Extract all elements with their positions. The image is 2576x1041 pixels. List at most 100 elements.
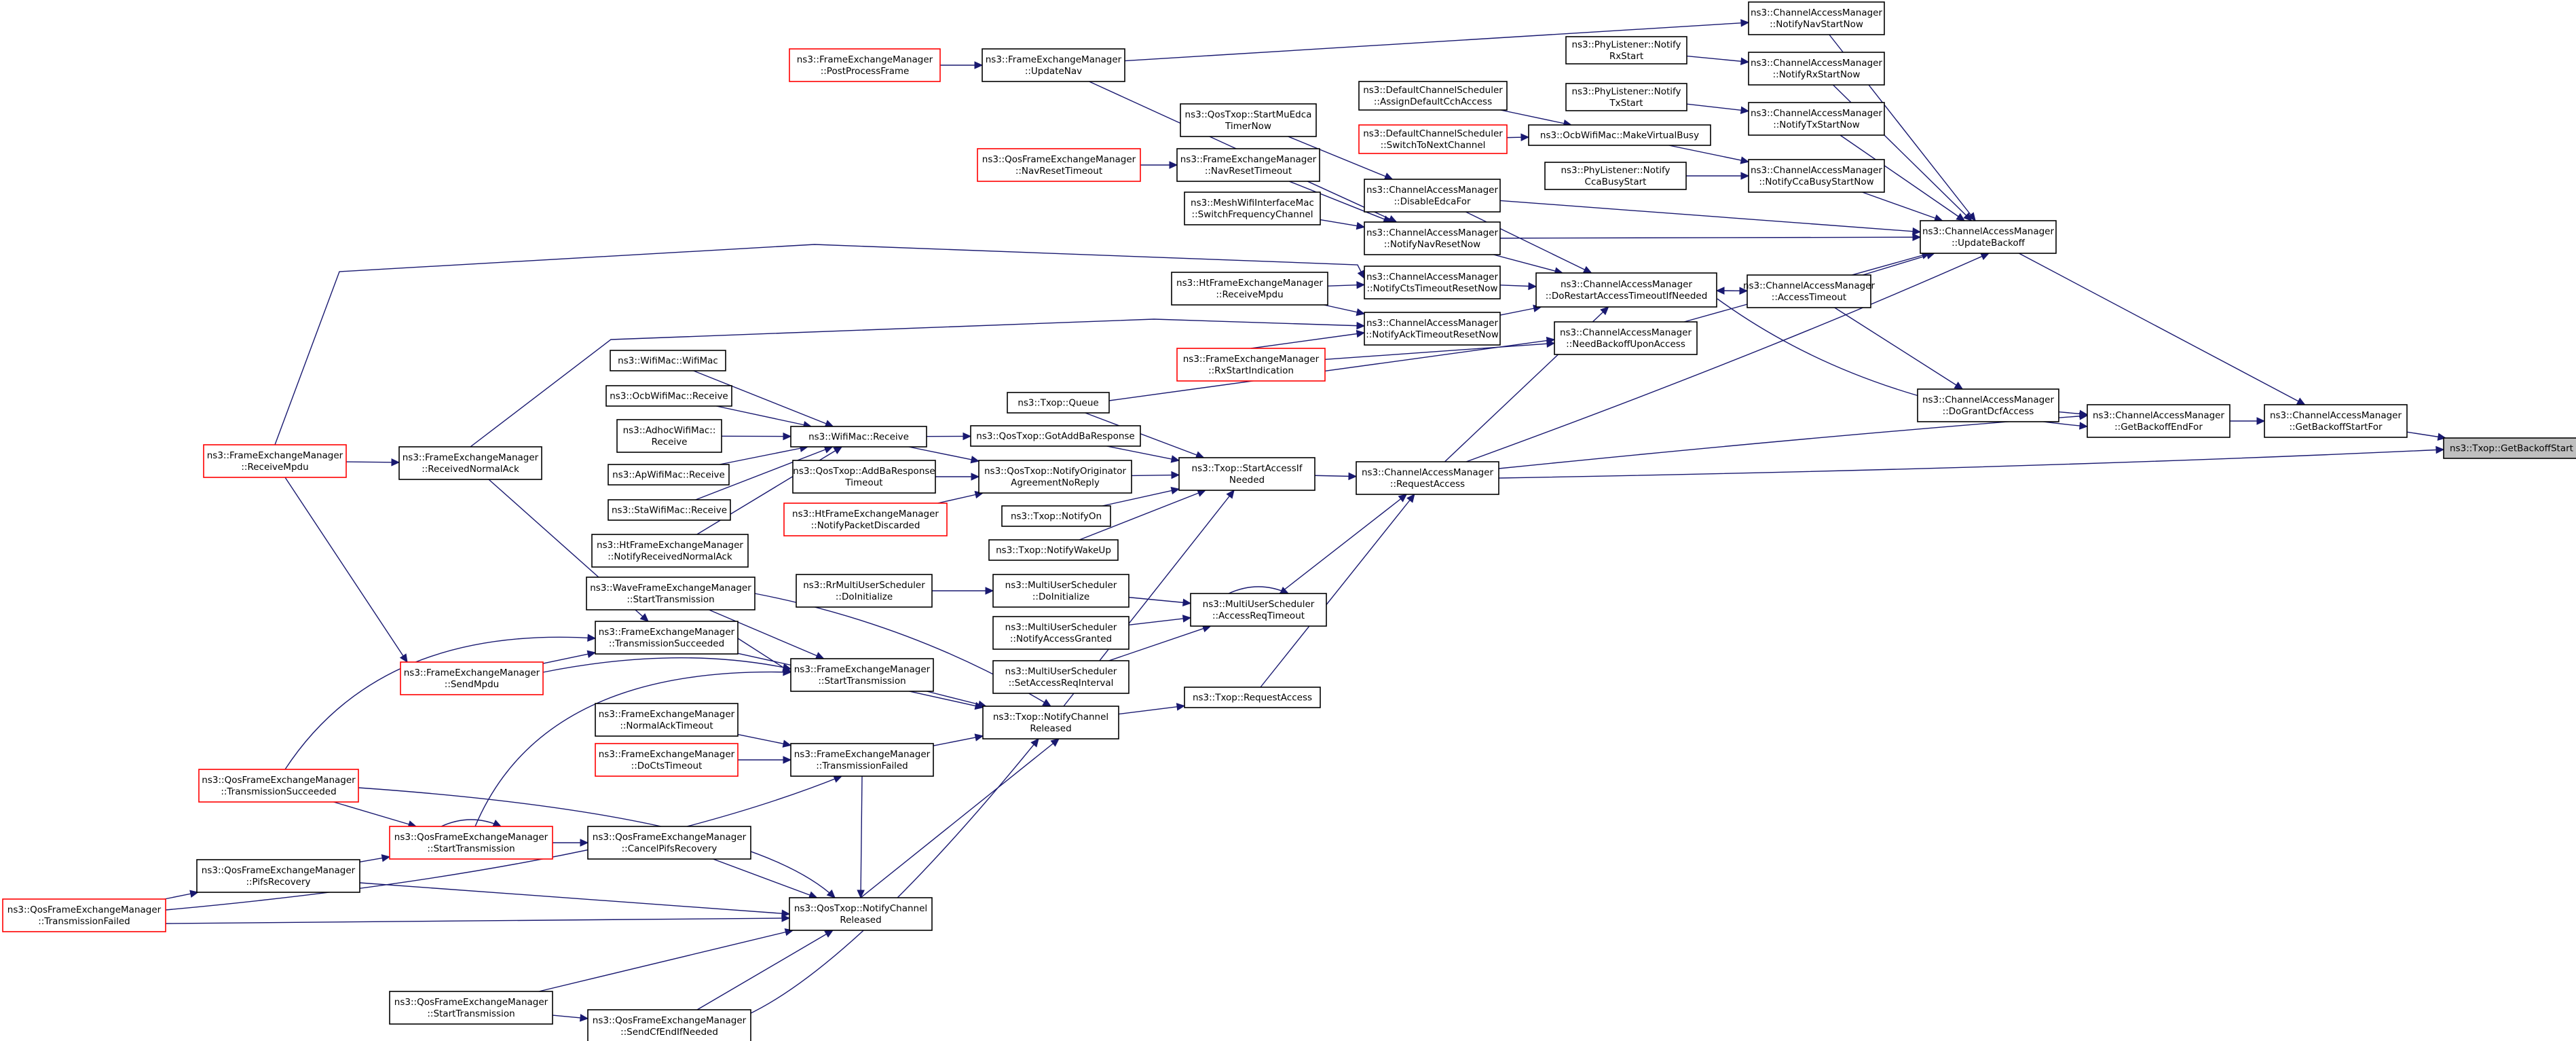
node-qfem_pifsRecovery[interactable]: ns3::QosFrameExchangeManager::PifsRecove…	[196, 859, 360, 893]
node-txop_queue[interactable]: ns3::Txop::Queue	[1007, 392, 1110, 414]
node-mus_doInitialize[interactable]: ns3::MultiUserScheduler::DoInitialize	[992, 574, 1130, 608]
node-ocbWifiMac_receive[interactable]: ns3::OcbWifiMac::Receive	[605, 385, 732, 407]
arrowhead	[1182, 598, 1192, 607]
edge-line	[933, 735, 984, 746]
edge-line	[908, 446, 979, 462]
node-txop_notifyWakeUp[interactable]: ns3::Txop::NotifyWakeUp	[988, 539, 1119, 561]
edge-fem_normalAckTimeout-to-fem_transmissionFailed	[737, 733, 792, 748]
node-notifyRxStartNow[interactable]: ns3::ChannelAccessManager::NotifyRxStart…	[1748, 52, 1885, 86]
node-phyTxStart[interactable]: ns3::PhyListener::NotifyTxStart	[1565, 83, 1687, 111]
node-box	[1358, 124, 1508, 154]
node-disableEdcaFor[interactable]: ns3::ChannelAccessManager::DisableEdcaFo…	[1364, 179, 1501, 213]
node-fem_navResetTimeout[interactable]: ns3::FrameExchangeManager::NavResetTimeo…	[1176, 148, 1320, 182]
node-label: ::AccessTimeout	[1772, 292, 1846, 303]
node-label: ::DoRestartAccessTimeoutIfNeeded	[1546, 291, 1708, 302]
node-mus_accessReqTimeout[interactable]: ns3::MultiUserScheduler::AccessReqTimeou…	[1190, 593, 1327, 627]
node-notifyCcaBusyStartNow[interactable]: ns3::ChannelAccessManager::NotifyCcaBusy…	[1748, 159, 1885, 193]
edge-rrMus_doInitialize-to-mus_doInitialize	[932, 587, 994, 595]
node-requestAccess[interactable]: ns3::ChannelAccessManager::RequestAccess	[1356, 461, 1499, 495]
node-getBackoffStartFor[interactable]: ns3::ChannelAccessManager::GetBackoffSta…	[2264, 404, 2408, 438]
node-box	[1190, 593, 1327, 627]
node-qfem_sendCfEndIfNeeded[interactable]: ns3::QosFrameExchangeManager::SendCfEndI…	[587, 1009, 751, 1041]
node-box	[1356, 461, 1499, 495]
node-accessTimeout[interactable]: ns3::ChannelAccessManager::AccessTimeout	[1743, 274, 1875, 308]
arrowhead	[492, 819, 502, 827]
node-label: ns3::QosTxop::NotifyOriginator	[984, 466, 1126, 477]
node-notifyAckTimeoutResetNow[interactable]: ns3::ChannelAccessManager::NotifyAckTime…	[1364, 312, 1501, 346]
node-qfem_startTransmission[interactable]: ns3::QosFrameExchangeManager::StartTrans…	[389, 991, 553, 1025]
node-getBackoffEndFor[interactable]: ns3::ChannelAccessManager::GetBackoffEnd…	[2087, 404, 2230, 438]
node-fem_receiveMpdu[interactable]: ns3::FrameExchangeManager::ReceiveMpdu	[203, 444, 347, 478]
node-staWifiMac_receive[interactable]: ns3::StaWifiMac::Receive	[608, 499, 731, 521]
node-box	[1001, 505, 1111, 527]
node-mus_setAccessReqInterval[interactable]: ns3::MultiUserScheduler::SetAccessReqInt…	[992, 660, 1130, 694]
edge-line	[860, 775, 863, 898]
node-fem_postProcessFrame[interactable]: ns3::FrameExchangeManager::PostProcessFr…	[789, 48, 941, 82]
node-fem_rxStartIndication[interactable]: ns3::FrameExchangeManager::RxStartIndica…	[1176, 348, 1326, 382]
node-box	[977, 148, 1141, 182]
node-htfem_notifyPacketDiscarded[interactable]: ns3::HtFrameExchangeManager::NotifyPacke…	[783, 503, 948, 536]
edge-line	[1668, 145, 1749, 162]
node-mus_notifyAccessGranted[interactable]: ns3::MultiUserScheduler::NotifyAccessGra…	[992, 616, 1130, 650]
node-htfem_notifyReceivedNormalAck[interactable]: ns3::HtFrameExchangeManager::NotifyRecei…	[591, 534, 749, 568]
node-box	[789, 48, 941, 82]
node-fem_receivedNormalAck[interactable]: ns3::FrameExchangeManager::ReceivedNorma…	[398, 446, 542, 480]
node-notifyTxStartNow[interactable]: ns3::ChannelAccessManager::NotifyTxStart…	[1748, 102, 1885, 136]
node-label: ns3::ChannelAccessManager	[1561, 279, 1693, 290]
node-fem_updateNav[interactable]: ns3::FrameExchangeManager::UpdateNav	[982, 48, 1125, 82]
node-qfem_cancelPifsRecovery[interactable]: ns3::QosFrameExchangeManager::CancelPifs…	[587, 826, 751, 860]
edge-mesh_switchFreq-to-notifyNavResetNow	[1320, 219, 1366, 230]
node-fem_transmissionFailed[interactable]: ns3::FrameExchangeManager::TransmissionF…	[790, 743, 934, 777]
edge-disableEdcaFor-to-updateBackoff	[1499, 200, 1922, 236]
arrowhead	[580, 1014, 589, 1022]
node-notifyNavResetNow[interactable]: ns3::ChannelAccessManager::NotifyNavRese…	[1364, 221, 1501, 255]
node-txop_notifyOn[interactable]: ns3::Txop::NotifyOn	[1001, 505, 1111, 527]
node-rrMus_doInitialize[interactable]: ns3::RrMultiUserScheduler::DoInitialize	[796, 574, 933, 608]
node-doRestartAccess[interactable]: ns3::ChannelAccessManager::DoRestartAcce…	[1535, 272, 1717, 308]
node-box	[790, 658, 934, 692]
node-qfem_transmissionSucceeded[interactable]: ns3::QosFrameExchangeManager::Transmissi…	[198, 769, 359, 803]
node-box	[605, 385, 732, 407]
node-apWifiMac_receive[interactable]: ns3::ApWifiMac::Receive	[608, 464, 730, 486]
node-txop_requestAccess[interactable]: ns3::Txop::RequestAccess	[1184, 687, 1321, 708]
node-fem_startTransmission[interactable]: ns3::FrameExchangeManager::StartTransmis…	[790, 658, 934, 692]
edge-ocbWifiMac_receive-to-wifiMac_receive	[716, 405, 813, 429]
node-wifiMac_wifiMac[interactable]: ns3::WifiMac::WifiMac	[610, 350, 726, 371]
node-qfem_transmissionFailed[interactable]: ns3::QosFrameExchangeManager::Transmissi…	[2, 898, 166, 932]
edge-line	[1288, 181, 1392, 223]
node-needBackoffUponAccess[interactable]: ns3::ChannelAccessManager::NeedBackoffUp…	[1554, 321, 1698, 355]
node-fem_doCtsTimeout[interactable]: ns3::FrameExchangeManager::DoCtsTimeout	[595, 743, 739, 777]
node-updateBackoff[interactable]: ns3::ChannelAccessManager::UpdateBackoff	[1920, 220, 2057, 254]
node-notifyCtsTimeoutResetNow[interactable]: ns3::ChannelAccessManager::NotifyCtsTime…	[1364, 266, 1501, 299]
node-doGrantDcfAccess[interactable]: ns3::ChannelAccessManager::DoGrantDcfAcc…	[1917, 388, 2059, 422]
node-mesh_switchFreq[interactable]: ns3::MeshWifiInterfaceMac::SwitchFrequen…	[1184, 191, 1321, 225]
node-assignDefaultCch[interactable]: ns3::DefaultChannelScheduler::AssignDefa…	[1358, 81, 1508, 111]
node-qosTxop_gotAddBaResponse[interactable]: ns3::QosTxop::GotAddBaResponse	[970, 425, 1141, 447]
edges-layer	[164, 19, 2447, 1022]
arrowhead	[1980, 253, 1990, 260]
node-notifyNavStartNow[interactable]: ns3::ChannelAccessManager::NotifyNavStar…	[1748, 1, 1885, 35]
node-label: ns3::Txop::NotifyOn	[1011, 511, 1102, 522]
node-switchToNextChannel[interactable]: ns3::DefaultChannelScheduler::SwitchToNe…	[1358, 124, 1508, 154]
node-fem_transmissionSucceeded[interactable]: ns3::FrameExchangeManager::TransmissionS…	[595, 621, 739, 655]
node-wifiMac_receive[interactable]: ns3::WifiMac::Receive	[790, 426, 927, 448]
edge-line	[1124, 22, 1749, 62]
node-qosTxop_notifyOriginator[interactable]: ns3::QosTxop::NotifyOriginatorAgreementN…	[978, 460, 1132, 494]
node-fem_normalAckTimeout[interactable]: ns3::FrameExchangeManager::NormalAckTime…	[595, 703, 739, 737]
node-phyRxStart[interactable]: ns3::PhyListener::NotifyRxStart	[1565, 36, 1687, 65]
node-box	[595, 703, 739, 737]
node-adhocWifiMac_receive[interactable]: ns3::AdhocWifiMac::Receive	[616, 419, 722, 453]
node-phyCcaBusyStart[interactable]: ns3::PhyListener::NotifyCcaBusyStart	[1544, 162, 1687, 190]
node-fem_sendMpdu[interactable]: ns3::FrameExchangeManager::SendMpdu	[400, 661, 544, 695]
node-box	[389, 991, 553, 1025]
node-wfem_startTransmission[interactable]: ns3::WaveFrameExchangeManager::StartTran…	[586, 577, 755, 610]
node-qfem_startTransmission_red[interactable]: ns3::QosFrameExchangeManager::StartTrans…	[389, 826, 553, 860]
node-htfem_receiveMpdu[interactable]: ns3::HtFrameExchangeManager::ReceiveMpdu	[1171, 272, 1328, 306]
node-qfem_navResetTimeout[interactable]: ns3::QosFrameExchangeManager::NavResetTi…	[977, 148, 1141, 182]
node-makeVirtualBusy[interactable]: ns3::OcbWifiMac::MakeVirtualBusy	[1528, 124, 1711, 146]
